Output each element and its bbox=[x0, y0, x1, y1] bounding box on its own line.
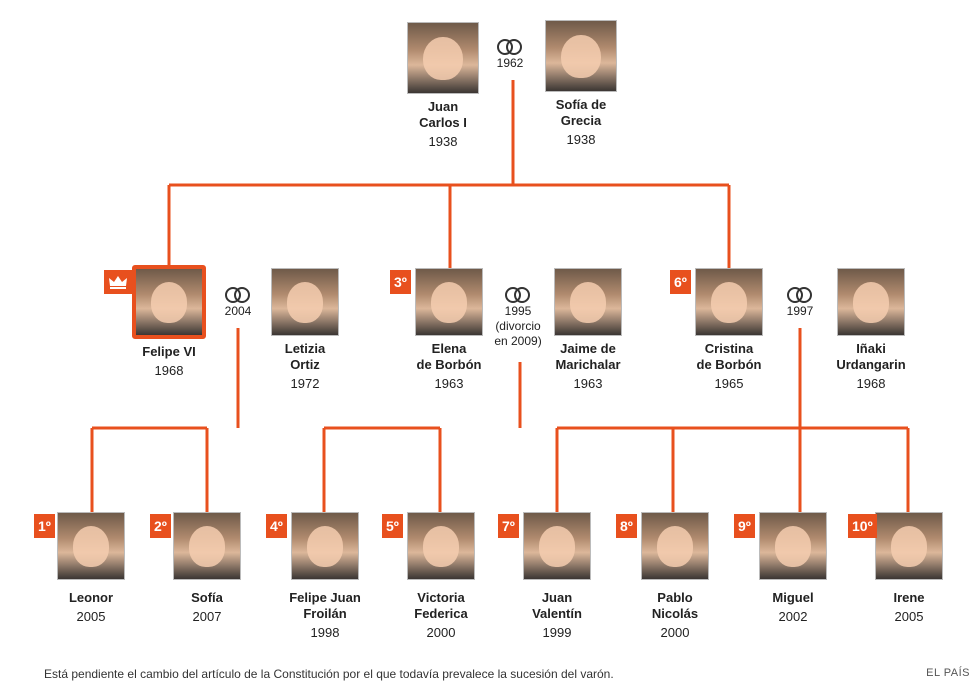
person-jaime: Jaime de Marichalar 1963 bbox=[543, 268, 633, 392]
person-name: Juan Carlos I bbox=[419, 99, 467, 130]
person-sofia-grecia: Sofía de Grecia 1938 bbox=[541, 20, 621, 148]
person-year: 2000 bbox=[426, 625, 456, 640]
line-felipe-family bbox=[90, 328, 240, 512]
rings-icon bbox=[765, 286, 835, 304]
rank-badge: 3º bbox=[390, 270, 411, 294]
marriage-year: 2004 bbox=[224, 304, 252, 318]
rings-icon bbox=[482, 286, 554, 304]
grandchild-card: Juan Valentín 1999 bbox=[512, 512, 602, 641]
person-name: Elena de Borbón bbox=[416, 341, 482, 372]
portrait-photo bbox=[695, 268, 763, 336]
marriage-felipe: 2004 bbox=[203, 286, 273, 319]
rank-badge: 5º bbox=[382, 514, 403, 538]
crown-icon bbox=[104, 270, 132, 294]
person-name: Jaime de Marichalar bbox=[555, 341, 621, 372]
portrait-photo bbox=[271, 268, 339, 336]
portrait-photo bbox=[132, 265, 206, 339]
grandchild-card: Leonor 2005 bbox=[48, 512, 134, 625]
grandchild-card: Victoria Federica 2000 bbox=[396, 512, 486, 641]
marriage-elena: 1995 (divorcio en 2009) bbox=[482, 286, 554, 349]
person-letizia: Letizia Ortiz 1972 bbox=[265, 268, 345, 392]
marriage-grandparents: 1962 bbox=[475, 38, 545, 71]
person-name: Miguel bbox=[772, 590, 814, 605]
portrait-photo bbox=[407, 22, 479, 94]
person-name: Letizia Ortiz bbox=[284, 341, 326, 372]
marriage-year: 1997 bbox=[786, 304, 814, 318]
line-grandparents bbox=[167, 80, 731, 268]
person-name: Iñaki Urdangarin bbox=[836, 341, 906, 372]
rank-badge: 9º bbox=[734, 514, 755, 538]
person-year: 1972 bbox=[290, 376, 320, 391]
person-year: 1968 bbox=[856, 376, 886, 391]
portrait-photo bbox=[641, 512, 709, 580]
person-name: Sofía bbox=[191, 590, 223, 605]
credit-label: EL PAÍS bbox=[926, 667, 970, 679]
person-juan-carlos: Juan Carlos I 1938 bbox=[403, 22, 483, 150]
portrait-photo bbox=[415, 268, 483, 336]
rank-badge: 6º bbox=[670, 270, 691, 294]
person-year: 2005 bbox=[894, 609, 924, 624]
person-name: Leonor bbox=[68, 590, 114, 605]
rank-badge: 8º bbox=[616, 514, 637, 538]
rank-badge: 1º bbox=[34, 514, 55, 538]
grandchild-card: Miguel 2002 bbox=[748, 512, 838, 625]
rank-badge: 10º bbox=[848, 514, 877, 538]
person-name: Cristina de Borbón bbox=[696, 341, 762, 372]
person-name: Felipe VI bbox=[142, 344, 196, 359]
grandchild-card: Sofía 2007 bbox=[164, 512, 250, 625]
person-name: Juan Valentín bbox=[532, 590, 582, 621]
portrait-photo bbox=[57, 512, 125, 580]
person-year: 1938 bbox=[428, 134, 458, 149]
person-year: 1965 bbox=[714, 376, 744, 391]
marriage-cristina: 1997 bbox=[765, 286, 835, 319]
person-year: 2005 bbox=[76, 609, 106, 624]
rank-badge: 7º bbox=[498, 514, 519, 538]
person-felipe-vi: Felipe VI 1968 bbox=[126, 265, 212, 379]
person-elena: Elena de Borbón 1963 bbox=[404, 268, 494, 392]
person-year: 2000 bbox=[660, 625, 690, 640]
rings-icon bbox=[475, 38, 545, 56]
portrait-photo bbox=[545, 20, 617, 92]
marriage-year: 1962 bbox=[496, 56, 524, 70]
line-cristina-family bbox=[555, 328, 910, 512]
portrait-photo bbox=[407, 512, 475, 580]
person-name: Victoria Federica bbox=[414, 590, 468, 621]
grandchild-card: Pablo Nicolás 2000 bbox=[630, 512, 720, 641]
person-year: 2002 bbox=[778, 609, 808, 624]
person-cristina: Cristina de Borbón 1965 bbox=[684, 268, 774, 392]
person-year: 1968 bbox=[154, 363, 184, 378]
person-inaki: Iñaki Urdangarin 1968 bbox=[826, 268, 916, 392]
person-name: Sofía de Grecia bbox=[555, 97, 607, 128]
portrait-photo bbox=[837, 268, 905, 336]
person-name: Irene bbox=[893, 590, 925, 605]
footnote: Está pendiente el cambio del artículo de… bbox=[44, 667, 614, 681]
portrait-photo bbox=[554, 268, 622, 336]
line-elena-family bbox=[322, 362, 522, 512]
portrait-photo bbox=[173, 512, 241, 580]
person-year: 1999 bbox=[542, 625, 572, 640]
person-name: Pablo Nicolás bbox=[651, 590, 699, 621]
person-year: 1963 bbox=[434, 376, 464, 391]
rings-icon bbox=[203, 286, 273, 304]
person-year: 1938 bbox=[566, 132, 596, 147]
rank-badge: 4º bbox=[266, 514, 287, 538]
portrait-photo bbox=[291, 512, 359, 580]
rank-badge: 2º bbox=[150, 514, 171, 538]
grandchild-card: Irene 2005 bbox=[864, 512, 954, 625]
marriage-year: 1995 (divorcio en 2009) bbox=[494, 304, 542, 348]
portrait-photo bbox=[875, 512, 943, 580]
person-year: 1998 bbox=[310, 625, 340, 640]
person-year: 2007 bbox=[192, 609, 222, 624]
grandchild-card: Felipe Juan Froilán 1998 bbox=[280, 512, 370, 641]
portrait-photo bbox=[523, 512, 591, 580]
portrait-photo bbox=[759, 512, 827, 580]
person-name: Felipe Juan Froilán bbox=[289, 590, 361, 621]
person-year: 1963 bbox=[573, 376, 603, 391]
